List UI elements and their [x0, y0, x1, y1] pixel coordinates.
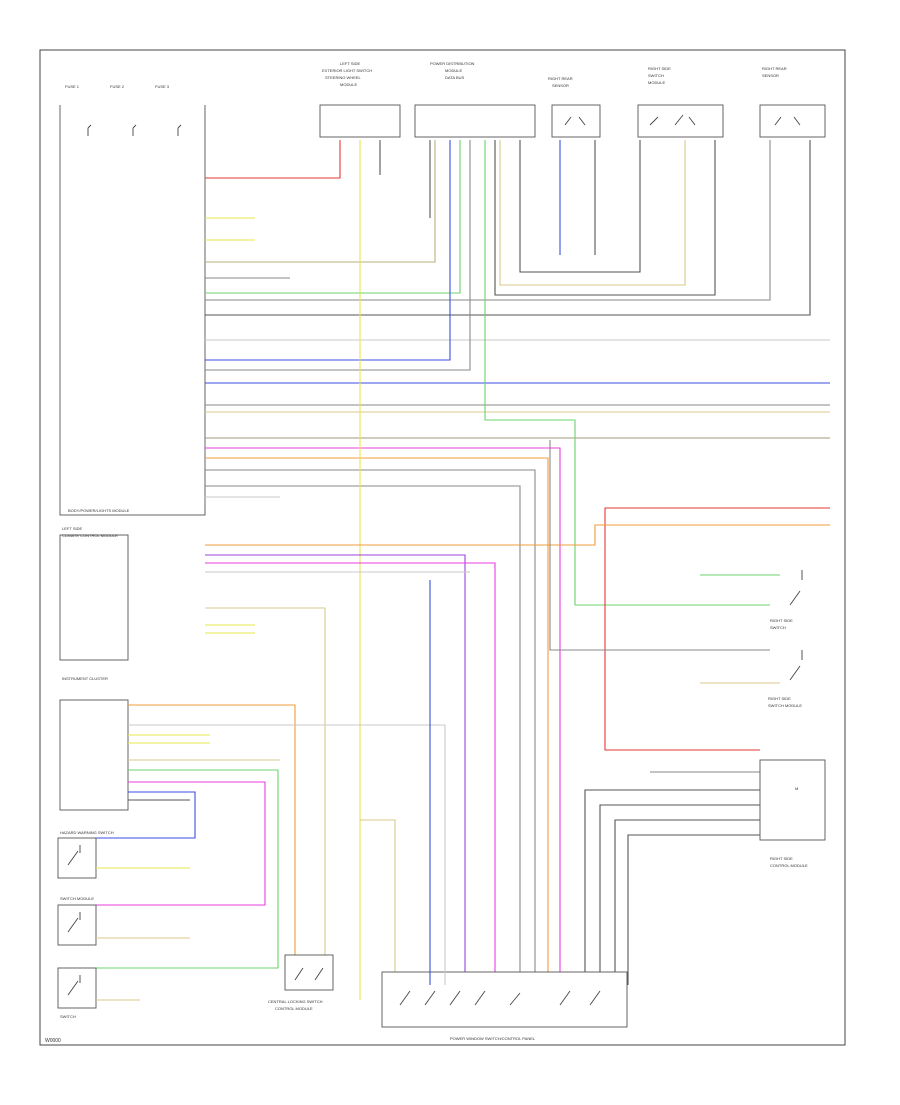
top-module-4: RIGHT SIDE SWITCH MODULE	[637, 66, 724, 138]
mid-module-box	[59, 534, 129, 661]
instrument-cluster-label: INSTRUMENT CLUSTER	[62, 676, 108, 681]
svg-text:CONTROL MODULE: CONTROL MODULE	[275, 1006, 313, 1011]
svg-text:SWITCH: SWITCH	[60, 1014, 76, 1019]
svg-text:RIGHT REAR: RIGHT REAR	[548, 76, 573, 81]
svg-text:RIGHT SIDE: RIGHT SIDE	[648, 66, 671, 71]
cluster-wires	[95, 704, 445, 985]
mid-module-label: LEFT SIDE	[62, 526, 82, 531]
svg-text:RIGHT SIDE: RIGHT SIDE	[770, 618, 793, 623]
right-switch-2: RIGHT SIDE SWITCH MODULE	[768, 650, 803, 708]
svg-text:CENTRAL LOCKING SWITCH: CENTRAL LOCKING SWITCH	[268, 999, 323, 1004]
instrument-cluster-box	[59, 699, 129, 811]
left-module-box	[59, 94, 206, 516]
fuse-symbols	[87, 124, 182, 136]
svg-text:EXTERIOR LIGHT SWITCH: EXTERIOR LIGHT SWITCH	[322, 68, 372, 73]
right-control-box: M RIGHT SIDE CONTROL MODULE	[759, 759, 826, 868]
svg-text:SWITCH MODULE: SWITCH MODULE	[768, 703, 802, 708]
svg-text:SWITCH MODULE: SWITCH MODULE	[60, 896, 94, 901]
right-wires	[205, 440, 830, 985]
switch-module-3: SWITCH	[57, 967, 140, 1019]
svg-text:SENSOR: SENSOR	[552, 83, 569, 88]
svg-text:CONTROL MODULE: CONTROL MODULE	[770, 863, 808, 868]
hazard-switch: HAZARD WARNING SWITCH	[57, 830, 190, 879]
wire-bundle	[205, 140, 830, 1000]
left-module-label: BODY/POWER/LIGHTS MODULE	[68, 508, 130, 513]
svg-text:RIGHT SIDE: RIGHT SIDE	[770, 856, 793, 861]
svg-text:RIGHT SIDE: RIGHT SIDE	[768, 696, 791, 701]
svg-text:POWER WINDOW SWITCH/CONTROL PA: POWER WINDOW SWITCH/CONTROL PANEL	[450, 1036, 536, 1041]
svg-text:SENSOR: SENSOR	[762, 73, 779, 78]
svg-text:HAZARD WARNING SWITCH: HAZARD WARNING SWITCH	[60, 830, 114, 835]
svg-text:MODULE: MODULE	[340, 82, 357, 87]
fuse-link-wire	[360, 819, 396, 985]
switch-module-2: SWITCH MODULE	[57, 896, 190, 946]
top-module-2: POWER DISTRIBUTION MODULE DATA BUS	[414, 61, 536, 138]
panel-drops	[429, 580, 446, 985]
diagram-frame	[39, 49, 846, 1046]
bottom-control-panel: POWER WINDOW SWITCH/CONTROL PANEL	[381, 971, 628, 1041]
footer-id: W0000	[45, 1038, 61, 1044]
svg-text:MODULE: MODULE	[445, 68, 462, 73]
fuse-3-label: FUSE 3	[155, 84, 170, 89]
svg-text:MODULE: MODULE	[648, 80, 665, 85]
right-switch-1: RIGHT SIDE SWITCH	[770, 570, 803, 630]
svg-text:CLIMATE CONTROL MODULE: CLIMATE CONTROL MODULE	[62, 533, 118, 538]
svg-text:DATA BUS: DATA BUS	[445, 75, 465, 80]
svg-text:STEERING WHEEL: STEERING WHEEL	[325, 75, 362, 80]
fuse-1-label: FUSE 1	[65, 84, 80, 89]
svg-text:M: M	[795, 786, 798, 791]
top-module-1: LEFT SIDE EXTERIOR LIGHT SWITCH STEERING…	[319, 61, 401, 138]
svg-text:POWER DISTRIBUTION: POWER DISTRIBUTION	[430, 61, 475, 66]
svg-text:LEFT SIDE: LEFT SIDE	[340, 61, 360, 66]
svg-text:RIGHT REAR: RIGHT REAR	[762, 66, 787, 71]
fuse-2-label: FUSE 2	[110, 84, 125, 89]
top-module-5: RIGHT REAR SENSOR	[759, 66, 826, 138]
top-module-3: RIGHT REAR SENSOR	[548, 76, 601, 138]
svg-text:SWITCH: SWITCH	[648, 73, 664, 78]
svg-text:SWITCH: SWITCH	[770, 625, 786, 630]
central-locking-switch: CENTRAL LOCKING SWITCH CONTROL MODULE	[268, 954, 334, 1011]
